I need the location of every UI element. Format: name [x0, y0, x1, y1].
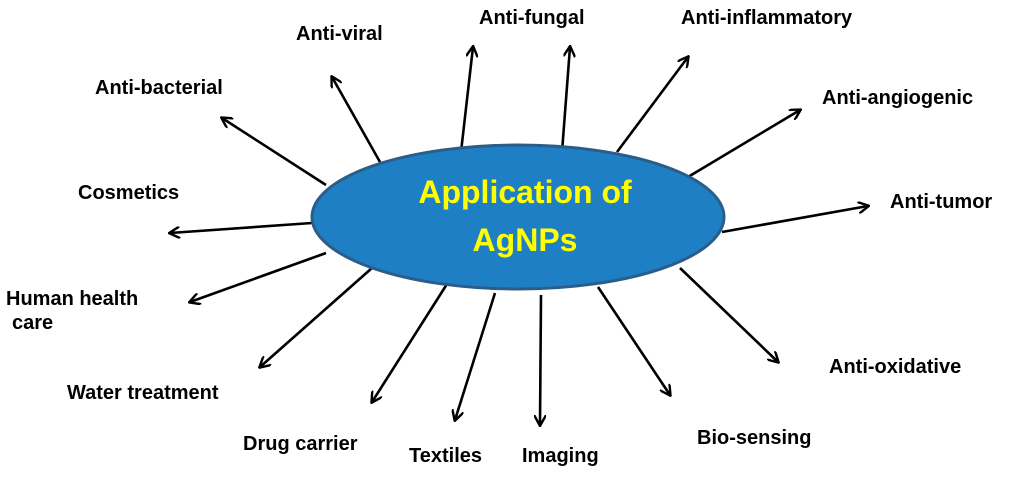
arrow-group: [170, 47, 868, 425]
label-water-treatment: Water treatment: [67, 382, 219, 404]
arrow-anti-viral: [332, 77, 382, 163]
arrow-cosmetics: [687, 110, 800, 179]
arrow-extra-center: [540, 294, 541, 425]
label-cosmetics: Cosmetics: [78, 182, 180, 204]
arrow-human-health-care: [721, 206, 868, 234]
label-anti-bacterial: Anti-bacterial: [95, 77, 223, 99]
label-bio-sensing: Bio-sensing: [697, 427, 812, 449]
label-human-health-care-line2: care: [12, 312, 54, 334]
central-ellipse: [310, 143, 726, 291]
label-human-health-care-line1: Human health: [6, 288, 139, 310]
arrow-anti-angiogenic: [615, 57, 688, 153]
arrow-anti-inflammatory: [560, 47, 570, 153]
label-anti-inflammatory: Anti-inflammatory: [681, 7, 853, 29]
label-imaging: Imaging: [522, 445, 599, 467]
arrow-water-treatment: [679, 267, 778, 362]
label-drug-carrier: Drug carrier: [243, 433, 358, 455]
arrow-drug-carrier: [596, 286, 670, 395]
label-anti-viral: Anti-viral: [296, 23, 383, 45]
arrow-anti-fungal: [459, 47, 473, 153]
label-anti-oxidative: Anti-oxidative: [829, 356, 962, 378]
arrow-bio-sensing: [260, 267, 373, 367]
central-title-line1: Application of: [418, 174, 632, 210]
central-title: Application of AgNPs: [330, 168, 720, 264]
arrow-textiles: [372, 283, 449, 402]
label-human-health-care: Human health care: [6, 287, 138, 335]
label-anti-angiogenic: Anti-angiogenic: [822, 87, 974, 109]
arrow-anti-bacterial: [222, 118, 327, 187]
arrow-anti-oxidative: [190, 251, 327, 302]
label-anti-tumor: Anti-tumor: [890, 191, 993, 213]
central-title-line2: AgNPs: [472, 222, 578, 258]
arrow-anti-tumor: [170, 221, 313, 233]
arrow-imaging: [455, 292, 497, 420]
label-anti-fungal: Anti-fungal: [479, 7, 585, 29]
label-textiles: Textiles: [409, 445, 482, 467]
